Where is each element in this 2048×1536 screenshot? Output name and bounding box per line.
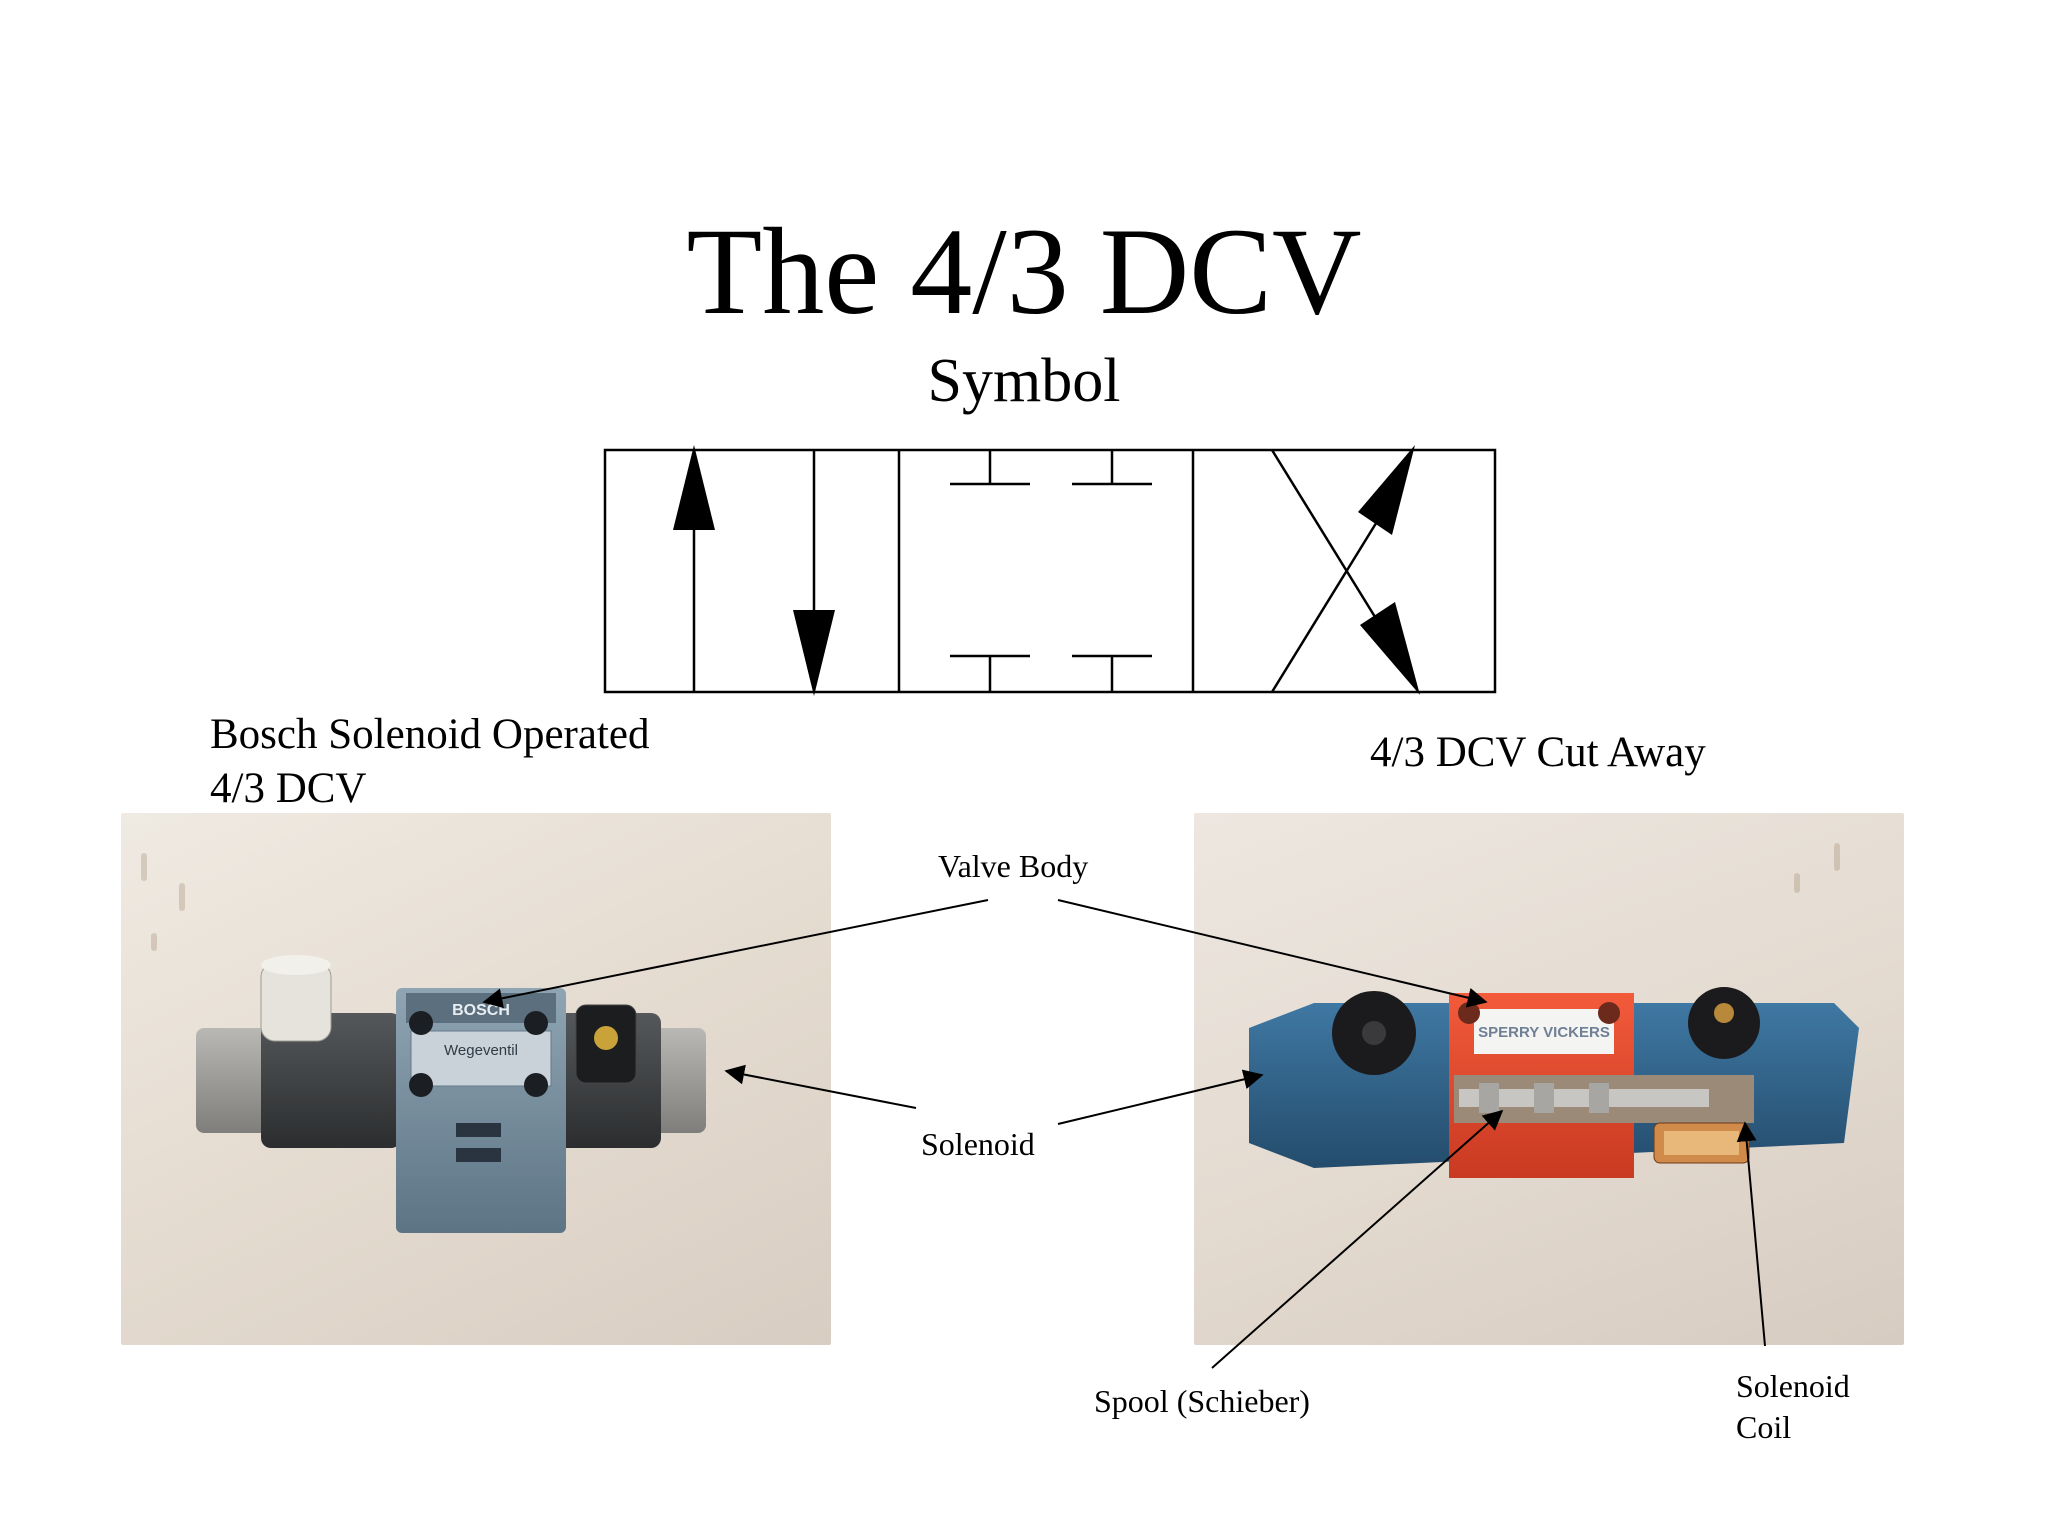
label-solenoid: Solenoid — [921, 1126, 1035, 1162]
cutaway-valve-illustration: SPERRY VICKERS — [1249, 987, 1859, 1178]
label-spool: Spool (Schieber) — [1094, 1383, 1310, 1419]
arrow-solenoid-right — [1057, 1069, 1264, 1125]
label-solenoid-coil-line2: Coil — [1736, 1409, 1792, 1445]
label-solenoid-coil-line1: Solenoid — [1736, 1368, 1850, 1404]
symbol-cross-line-2 — [1270, 449, 1382, 626]
bosch-nameplate-text: Wegeventil — [444, 1042, 518, 1059]
caption-cutaway: 4/3 DCV Cut Away — [1370, 729, 1706, 776]
arrow-valve-body-left — [482, 899, 989, 1009]
bosch-valve-illustration: BOSCH Wegeventil — [196, 955, 706, 1233]
arrow-solenoid-coil — [1736, 1121, 1766, 1347]
end-cap-left — [196, 1028, 276, 1133]
label-valve-body: Valve Body — [938, 848, 1089, 884]
symbol-cross-line-1 — [1270, 519, 1380, 693]
symbol-arrowhead-up — [673, 445, 715, 530]
sperry-brand-text: SPERRY VICKERS — [1478, 1024, 1610, 1041]
photo-cutaway-valve: SPERRY VICKERS — [1194, 813, 1904, 1345]
caption-bosch-line1: Bosch Solenoid Operated — [210, 711, 650, 758]
slide-title: The 4/3 DCV — [686, 203, 1362, 340]
solenoid-housing-left — [261, 1013, 401, 1148]
symbol-arrowhead-cross-down — [1360, 602, 1420, 695]
spool — [1459, 1089, 1709, 1107]
label-solenoid-coil: Solenoid Coil — [1736, 1366, 1850, 1448]
symbol-arrowhead-down — [793, 610, 835, 696]
slide-subtitle: Symbol — [927, 347, 1121, 415]
symbol-arrowhead-cross-up — [1358, 445, 1415, 535]
valve-symbol — [603, 445, 1497, 696]
arrow-spool — [1211, 1109, 1504, 1369]
caption-bosch: Bosch Solenoid Operated 4/3 DCV — [210, 708, 649, 816]
caption-bosch-line2: 4/3 DCV — [210, 765, 367, 812]
arrow-valve-body-right — [1057, 899, 1488, 1008]
photo-bosch-valve: BOSCH Wegeventil — [121, 813, 831, 1345]
arrow-solenoid-left — [724, 1064, 917, 1109]
symbol-outer-box — [603, 448, 1497, 694]
